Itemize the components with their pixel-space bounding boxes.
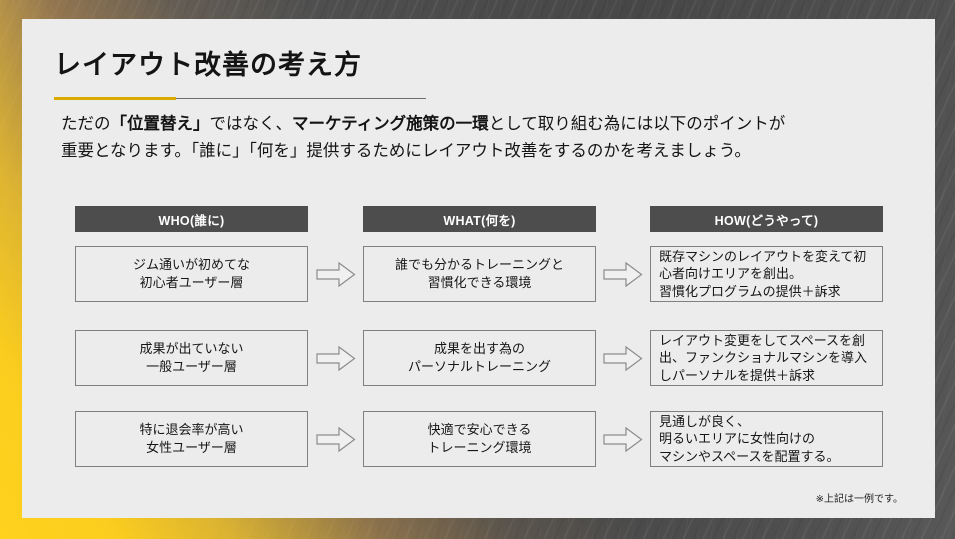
column-header-how: HOW(どうやって) — [650, 206, 883, 232]
matrix-row-3: 特に退会率が高い 女性ユーザー層 快適で安心できる トレーニング環境 見通しが良… — [75, 411, 883, 467]
who-box-2: 成果が出ていない 一般ユーザー層 — [75, 330, 308, 386]
what-box-2: 成果を出す為の パーソナルトレーニング — [363, 330, 596, 386]
underline-gray-segment — [176, 97, 426, 100]
how-box-1: 既存マシンのレイアウトを変えて初 心者向けエリアを創出。 習慣化プログラムの提供… — [650, 246, 883, 302]
intro-seg-1: ただの — [61, 115, 111, 133]
arrow-right-icon — [315, 261, 356, 287]
title-underline — [54, 97, 426, 100]
arrow-right-icon — [315, 426, 356, 452]
who-box-1: ジム通いが初めてな 初心者ユーザー層 — [75, 246, 308, 302]
intro-seg-4-bold: マーケティング施策の一環 — [292, 115, 489, 133]
matrix-row-1: ジム通いが初めてな 初心者ユーザー層 誰でも分かるトレーニングと 習慣化できる環… — [75, 246, 883, 302]
what-box-1: 誰でも分かるトレーニングと 習慣化できる環境 — [363, 246, 596, 302]
how-box-3: 見通しが良く、 明るいエリアに女性向けの マシンやスペースを配置する。 — [650, 411, 883, 467]
arrow-right-icon — [603, 345, 643, 371]
intro-seg-2-bold: 「位置替え」 — [110, 115, 210, 133]
arrow-right-icon — [315, 345, 356, 371]
column-header-what: WHAT(何を) — [363, 206, 596, 232]
who-box-3: 特に退会率が高い 女性ユーザー層 — [75, 411, 308, 467]
intro-seg-3: ではなく、 — [209, 115, 293, 133]
footnote: ※上記は一例です。 — [815, 494, 903, 505]
underline-gold-segment — [54, 97, 176, 100]
arrow-right-icon — [603, 426, 643, 452]
matrix-row-2: 成果が出ていない 一般ユーザー層 成果を出す為の パーソナルトレーニング レイア… — [75, 330, 883, 386]
slide-card: レイアウト改善の考え方 ただの「位置替え」ではなく、マーケティング施策の一環とし… — [22, 19, 935, 518]
page-title: レイアウト改善の考え方 — [54, 50, 362, 80]
intro-seg-6: 重要となります。「誰に」「何を」提供するためにレイアウト改善をするのかを考えまし… — [61, 142, 751, 160]
intro-text: ただの「位置替え」ではなく、マーケティング施策の一環として取り組む為には以下のポ… — [61, 111, 906, 165]
what-box-3: 快適で安心できる トレーニング環境 — [363, 411, 596, 467]
header-row: WHO(誰に) WHAT(何を) HOW(どうやって) — [75, 206, 883, 232]
intro-seg-5: として取り組む為には以下のポイントが — [488, 115, 786, 133]
how-box-2: レイアウト変更をしてスペースを創 出、ファンクショナルマシンを導入 しパーソナル… — [650, 330, 883, 386]
arrow-right-icon — [603, 261, 643, 287]
flow-matrix: WHO(誰に) WHAT(何を) HOW(どうやって) ジム通いが初めてな 初心… — [75, 206, 883, 467]
column-header-who: WHO(誰に) — [75, 206, 308, 232]
